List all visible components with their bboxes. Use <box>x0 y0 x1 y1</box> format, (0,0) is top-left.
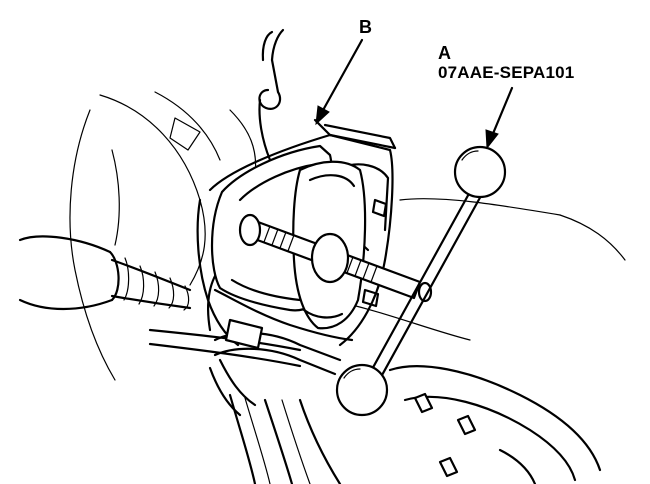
brake-hose <box>208 318 342 417</box>
handle-ball-top <box>453 145 507 199</box>
wheel-hub <box>228 365 602 484</box>
callout-part-number-a: 07AAE-SEPA101 <box>438 63 575 82</box>
knuckle-outline <box>69 91 626 381</box>
tool-a-t-handle <box>335 145 507 417</box>
drive-shaft-boot <box>18 235 192 311</box>
threaded-spindle <box>238 213 433 303</box>
handle-ball-bottom <box>335 363 389 417</box>
hanger-wire <box>258 28 285 162</box>
callout-leader-b <box>315 38 364 126</box>
callout-leader-a <box>485 86 514 150</box>
callout-label-a: A <box>438 43 451 63</box>
callout-label-b: B <box>359 17 372 37</box>
